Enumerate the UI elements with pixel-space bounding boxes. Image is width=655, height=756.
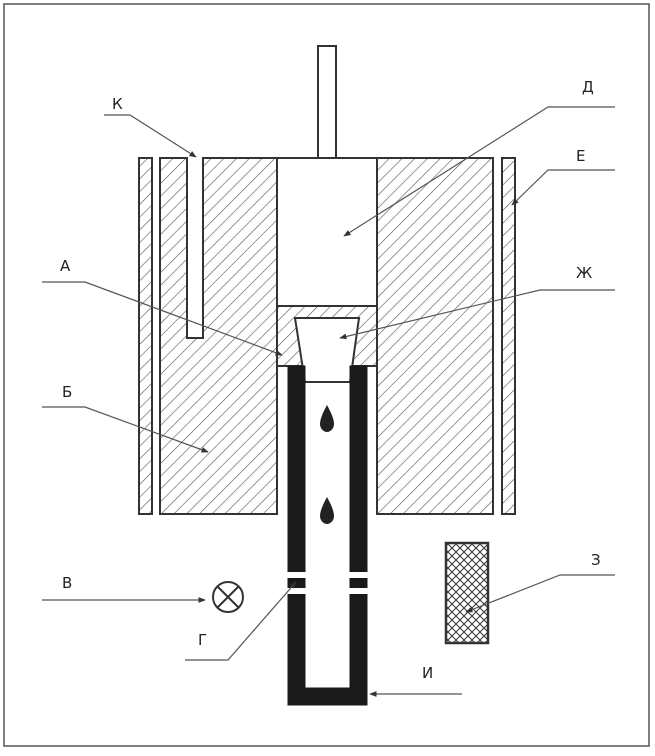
label-g: Г	[198, 631, 207, 649]
left-block	[159, 157, 278, 515]
leader-b	[42, 406, 209, 453]
piston-rod	[317, 45, 337, 160]
detector	[444, 541, 490, 645]
leader-zh	[339, 289, 615, 340]
label-a: А	[60, 257, 71, 275]
label-zh: Ж	[576, 264, 592, 282]
leader-g	[185, 581, 297, 661]
receiver-tube	[287, 365, 368, 706]
label-d: Д	[582, 78, 594, 96]
label-z: З	[591, 551, 601, 569]
leader-e	[511, 169, 615, 206]
window-left-lower	[284, 588, 308, 594]
drop-lower	[320, 497, 334, 524]
piston-chamber	[276, 157, 378, 307]
label-i: И	[422, 664, 433, 682]
outer-border	[3, 3, 650, 747]
right-heater-wall	[501, 157, 516, 515]
leader-z	[465, 574, 615, 613]
label-e: Е	[576, 147, 585, 165]
leader-a	[42, 281, 283, 356]
label-v: В	[62, 574, 72, 592]
leader-k	[104, 114, 197, 158]
left-heater-wall	[138, 157, 153, 515]
window-right-lower	[347, 588, 371, 594]
label-b: Б	[62, 383, 72, 401]
label-k: К	[112, 95, 123, 113]
window-left-upper	[284, 572, 308, 578]
drop-upper	[320, 405, 334, 432]
right-block	[376, 157, 494, 515]
leader-d	[343, 106, 615, 237]
window-right-upper	[347, 572, 371, 578]
